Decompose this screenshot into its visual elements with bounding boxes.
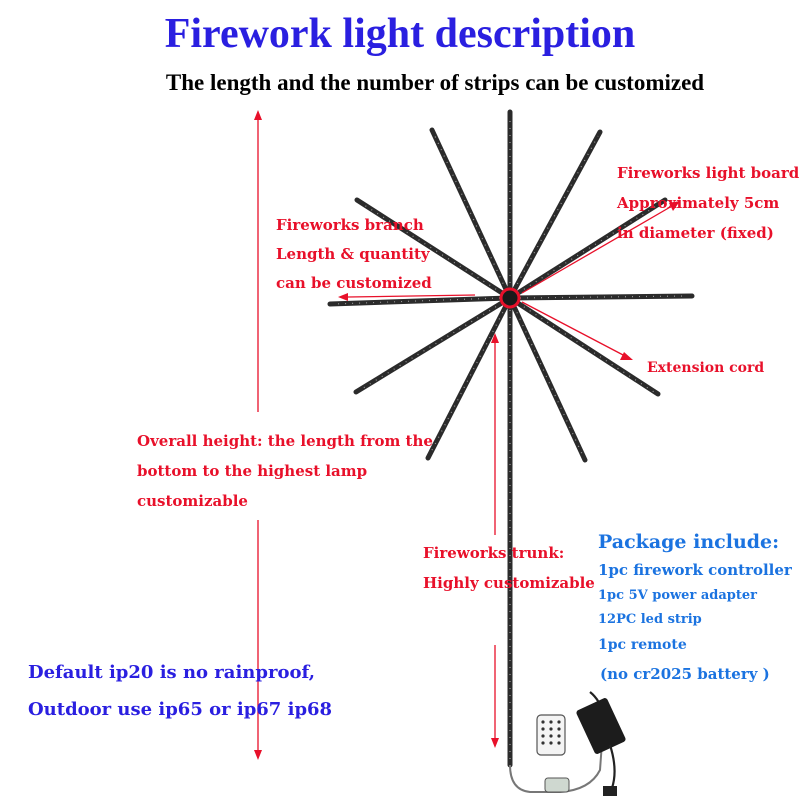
light-board-arrow [521,201,680,294]
page-title: Firework light description [164,11,636,57]
extension-cord-label: Extension cord [647,360,765,376]
power-adapter-icon [576,691,626,796]
branch-line: Length & quantity [276,245,430,263]
trunk-label: Fireworks trunk: Highly customizable [423,538,595,598]
trunk-line: Fireworks trunk: [423,544,565,562]
branch-arrow [338,293,476,301]
branch-label: Fireworks branch Length & quantity can b… [276,211,432,298]
controller-cable [509,714,605,793]
light-board-hub [499,287,521,309]
trunk-line: Highly customizable [423,574,595,592]
led-branch [327,295,513,307]
package-item: (no cr2025 battery ) [600,665,770,683]
extension-cord-arrow [521,301,633,360]
page-subtitle: The length and the number of strips can … [165,70,705,95]
trunk-arrow [491,333,499,748]
package-item: 1pc 5V power adapter [598,588,757,603]
package-item: 1pc remote [598,637,687,653]
led-branch [507,295,588,463]
led-dots [333,116,689,760]
light-board-label: Fireworks light board Approximately 5cm … [617,158,799,248]
branch-line: can be customized [276,274,432,292]
led-branch [354,197,513,301]
light-board-line: in diameter (fixed) [617,224,774,242]
outdoor-note: Outdoor use ip65 or ip67 ip68 [28,699,333,720]
overall-height-line: Overall height: the length from the [137,432,433,450]
package-item: 1pc firework controller [598,561,792,579]
light-board-line: Approximately 5cm [617,194,780,212]
led-branch [507,129,603,301]
light-board-line: Fireworks light board [617,164,800,182]
overall-height-line: customizable [137,492,248,510]
branch-line: Fireworks branch [276,216,424,234]
led-branch [507,295,661,397]
package-heading: Package include: [598,531,780,553]
overall-height-label: Overall height: the length from the bott… [137,426,433,516]
overall-height-line: bottom to the highest lamp [137,462,368,480]
led-branch [507,293,695,301]
overall-height-arrow [254,110,262,760]
rainproof-note: Default ip20 is no rainproof, [28,662,316,683]
remote-icon [536,714,566,756]
package-item: 12PC led strip [598,612,702,627]
